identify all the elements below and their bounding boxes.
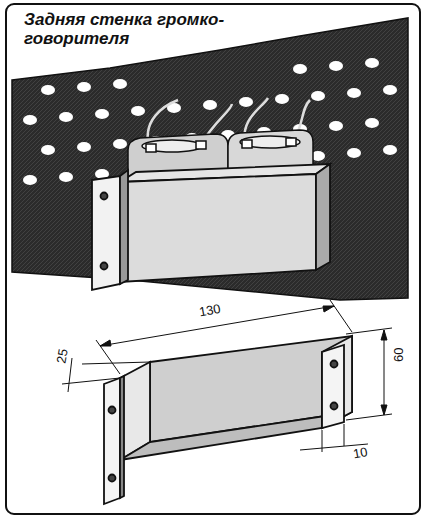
wall-hole — [77, 82, 91, 92]
wall-hole — [95, 109, 109, 119]
wall-hole — [293, 64, 307, 74]
wall-hole — [59, 172, 73, 182]
wall-hole — [239, 97, 253, 107]
wall-hole — [77, 142, 91, 152]
wall-hole — [329, 121, 343, 131]
wall-hole — [383, 145, 397, 155]
wall-hole — [311, 91, 325, 101]
wall-hole — [41, 85, 55, 95]
wall-hole — [113, 139, 127, 149]
wall-hole — [41, 145, 55, 155]
dimension: 130 — [196, 302, 224, 320]
dimension-lines — [62, 300, 392, 452]
speaker-back-wall — [12, 18, 408, 300]
dimension: 10 — [350, 445, 371, 462]
dimension: 25 — [54, 346, 71, 367]
wall-hole — [113, 79, 127, 89]
wall-hole — [329, 61, 343, 71]
dimension: 60 — [392, 346, 406, 364]
wall-hole — [23, 175, 37, 185]
wall-hole — [347, 148, 361, 158]
wall-hole — [383, 85, 397, 95]
wall-hole — [365, 118, 379, 128]
wall-hole — [347, 88, 361, 98]
wall-holes — [23, 58, 397, 185]
wall-hole — [203, 100, 217, 110]
wall-hole — [365, 58, 379, 68]
wall-hole — [131, 106, 145, 116]
wall-hole — [23, 115, 37, 125]
wall-hole — [59, 112, 73, 122]
part-label: Задняя стенка громко- говорителя — [24, 10, 264, 48]
mounted-bracket — [92, 164, 330, 290]
frame — [6, 4, 420, 514]
wall-hole — [275, 94, 289, 104]
bracket-drawing — [104, 336, 352, 504]
